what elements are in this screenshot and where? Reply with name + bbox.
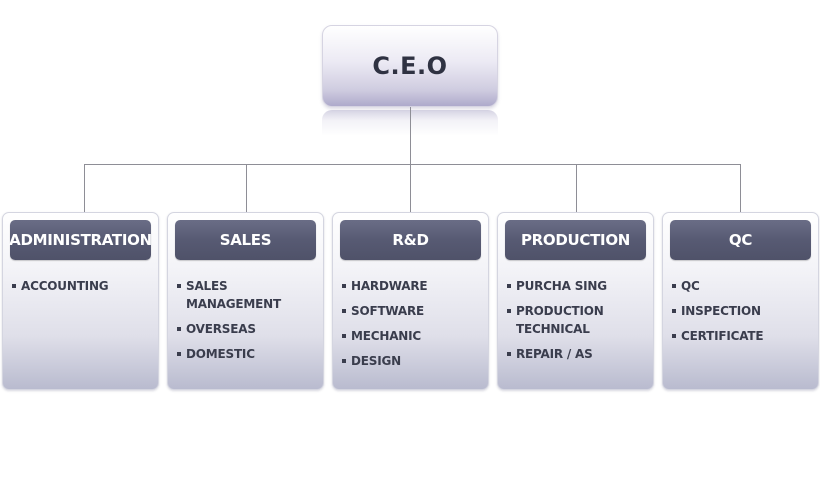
dept-rnd: R&D HARDWARE SOFTWARE MECHANIC DESIGN: [332, 212, 489, 390]
dept-administration: ADMINISTRATION ACCOUNTING: [2, 212, 159, 390]
dept-item: ACCOUNTING: [12, 277, 156, 295]
branch-horizontal-line: [84, 164, 741, 165]
dept-item: QC: [672, 277, 816, 295]
dept-item: CERTIFICATE: [672, 327, 816, 345]
dept-header: ADMINISTRATION: [9, 220, 152, 260]
branch-line-sales: [246, 164, 247, 212]
dept-item: DESIGN: [342, 352, 486, 370]
dept-item-list: HARDWARE SOFTWARE MECHANIC DESIGN: [342, 277, 486, 377]
ceo-label: C.E.O: [372, 52, 448, 80]
dept-header: R&D: [340, 220, 481, 260]
dept-item: REPAIR / AS: [507, 345, 651, 363]
dept-item: SOFTWARE: [342, 302, 486, 320]
dept-item: SALES MANAGEMENT: [177, 277, 321, 313]
dept-item-list: ACCOUNTING: [12, 277, 156, 302]
branch-line-production: [576, 164, 577, 212]
dept-production: PRODUCTION PURCHA SING PRODUCTION TECHNI…: [497, 212, 654, 390]
dept-title: QC: [728, 231, 753, 249]
ceo-connector: [410, 107, 411, 165]
branch-line-rnd: [410, 164, 411, 212]
dept-title: PRODUCTION: [520, 231, 631, 249]
dept-item: DOMESTIC: [177, 345, 321, 363]
dept-item-list: QC INSPECTION CERTIFICATE: [672, 277, 816, 352]
dept-title: SALES: [219, 231, 272, 249]
dept-header: PRODUCTION: [505, 220, 646, 260]
branch-line-qc: [740, 164, 741, 212]
dept-title: R&D: [392, 231, 429, 249]
dept-item: PRODUCTION TECHNICAL: [507, 302, 626, 338]
ceo-box: C.E.O: [322, 25, 498, 107]
dept-sales: SALES SALES MANAGEMENT OVERSEAS DOMESTIC: [167, 212, 324, 390]
dept-header: QC: [670, 220, 811, 260]
dept-title: ADMINISTRATION: [9, 231, 152, 249]
branch-line-administration: [84, 164, 85, 212]
dept-qc: QC QC INSPECTION CERTIFICATE: [662, 212, 819, 390]
dept-item-list: PURCHA SING PRODUCTION TECHNICAL REPAIR …: [507, 277, 651, 370]
dept-item-list: SALES MANAGEMENT OVERSEAS DOMESTIC: [177, 277, 321, 370]
dept-item: MECHANIC: [342, 327, 486, 345]
dept-item: INSPECTION: [672, 302, 816, 320]
dept-item: OVERSEAS: [177, 320, 321, 338]
dept-item: PURCHA SING: [507, 277, 651, 295]
dept-item: HARDWARE: [342, 277, 486, 295]
dept-header: SALES: [175, 220, 316, 260]
